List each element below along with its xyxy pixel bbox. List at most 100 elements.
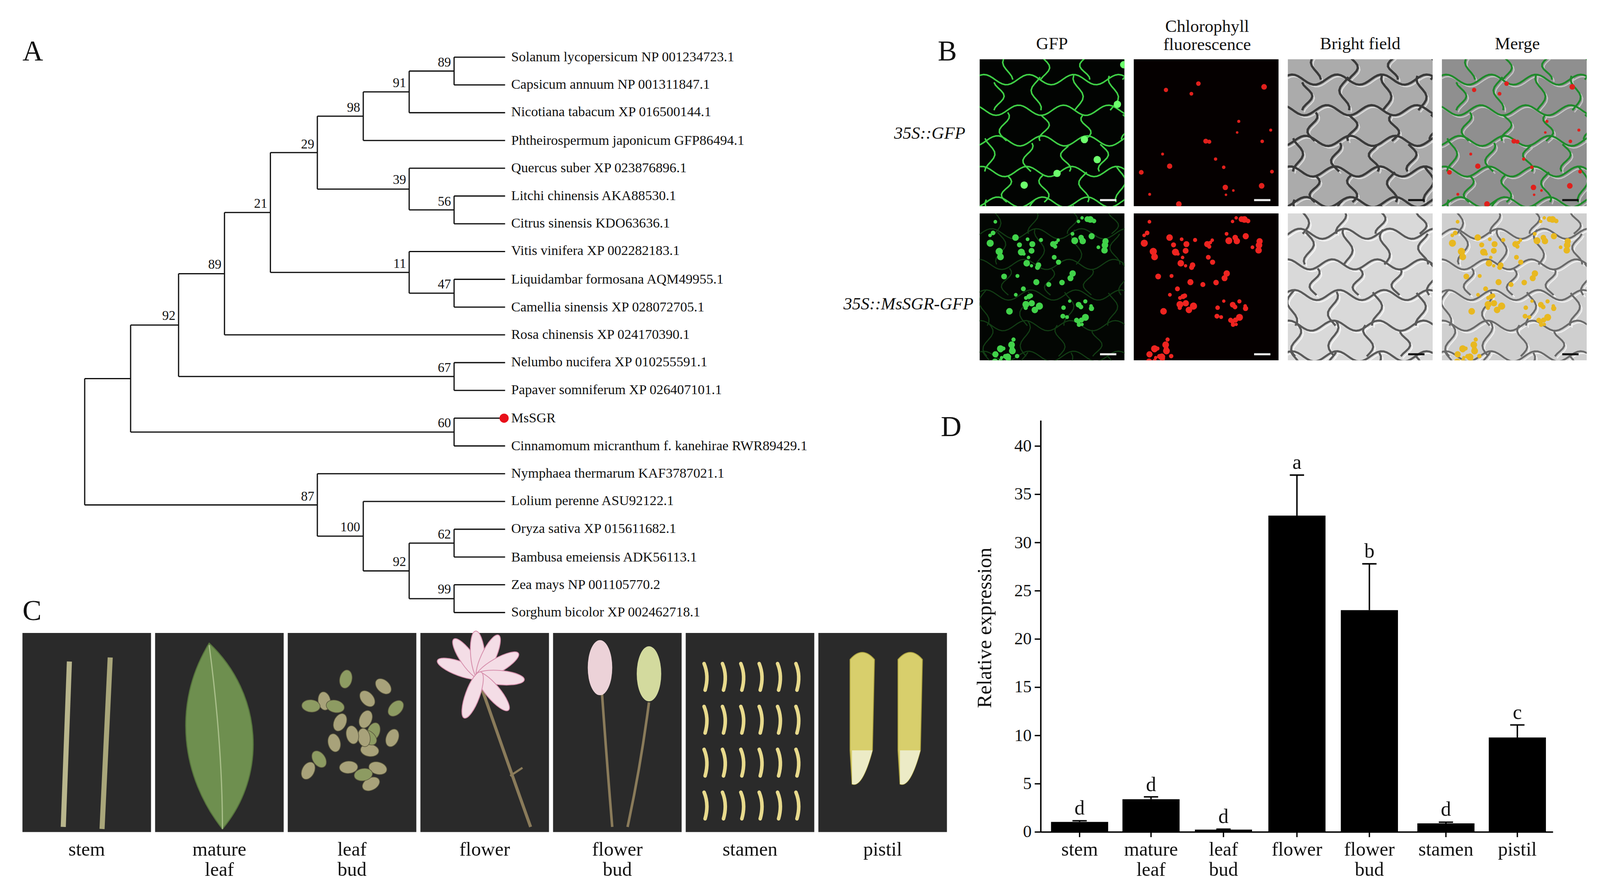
- chloroplast: [997, 253, 1005, 261]
- species-label: Sorghum bicolor XP 002462718.1: [511, 604, 701, 620]
- cell-outline: [1564, 356, 1575, 361]
- cell-outline: [979, 196, 1125, 207]
- chloroplast: [1051, 254, 1057, 260]
- photo-label: stamen: [722, 838, 778, 859]
- micrograph-panel: [974, 43, 1597, 389]
- cell-outline: [1502, 59, 1513, 80]
- chloroplast: [1089, 304, 1093, 308]
- photo-ground: [553, 632, 682, 832]
- scale-bar: [1408, 198, 1425, 201]
- stamen-photo: [740, 706, 744, 733]
- tick-label: 5: [1022, 774, 1032, 793]
- tick-label: 30: [1014, 533, 1032, 552]
- chloroplast: [1539, 322, 1544, 327]
- bar: [1417, 822, 1475, 832]
- chloroplast: [1545, 299, 1550, 304]
- chloroplast: [992, 351, 999, 358]
- chloroplast: [1477, 353, 1482, 359]
- cell-outline: [1062, 352, 1073, 361]
- tree-branch: [317, 535, 364, 537]
- chloroplast: [1518, 259, 1524, 265]
- bootstrap-value: 21: [254, 196, 268, 211]
- photo-label: stem: [68, 838, 106, 859]
- chloroplast: [1023, 295, 1028, 300]
- bootstrap-value: 87: [301, 488, 315, 503]
- column-header: Merge: [1494, 34, 1540, 53]
- phylogenetic-tree: [84, 57, 509, 613]
- error-bar: [1362, 563, 1377, 611]
- species-label: Oryza sativa XP 015611682.1: [511, 521, 677, 537]
- chloroplast: [1026, 255, 1031, 260]
- tree-branch: [270, 152, 318, 154]
- category-label: leaf bud: [1208, 838, 1238, 880]
- cell-outline: [1456, 82, 1467, 111]
- cell-outline: [985, 199, 996, 207]
- chloroplast: [1169, 273, 1174, 278]
- chloroplast: [1020, 286, 1026, 292]
- stem-photo: [63, 661, 70, 827]
- y-tick: [1034, 589, 1041, 592]
- tree-branch: [317, 115, 364, 117]
- photo-panel: [22, 630, 948, 832]
- cell-outline: [1287, 320, 1433, 331]
- y-tick: [1034, 686, 1041, 688]
- tree-branch: [317, 472, 506, 475]
- chloroplast: [1497, 262, 1504, 268]
- species-label: Bambusa emeiensis ADK56113.1: [511, 549, 698, 565]
- chloroplast: [1206, 254, 1211, 260]
- cell-outline: [979, 228, 1125, 239]
- chloroplast: [1006, 308, 1013, 315]
- species-label: Quercus suber XP 023876896.1: [511, 160, 687, 176]
- bootstrap-value: 56: [437, 193, 452, 209]
- tree-branch: [224, 334, 506, 336]
- chloroplast: [1455, 219, 1460, 224]
- cell-outline: [1560, 144, 1571, 172]
- significance-letter: c: [1512, 701, 1522, 723]
- leaf-bud-photo: [337, 668, 354, 690]
- bootstrap-value: 60: [437, 415, 452, 430]
- chloroplast: [1549, 216, 1557, 223]
- bar: [1340, 609, 1398, 832]
- scale-bar: [1562, 353, 1579, 356]
- chloroplast: [1015, 273, 1020, 278]
- panel-letter: B: [937, 35, 957, 66]
- chloroplast: [1165, 337, 1170, 342]
- chloroplast: [1011, 337, 1016, 342]
- leaf-bud-photo: [301, 698, 321, 713]
- chloroplast: [1161, 152, 1165, 156]
- highlight-dot: [499, 413, 509, 423]
- chloroplast: [1008, 341, 1015, 348]
- chloroplast: [1501, 237, 1506, 242]
- bootstrap-value: 92: [162, 308, 176, 323]
- micrograph-ground: [979, 213, 1125, 361]
- species-label: Litchi chinensis AKA88530.1: [511, 188, 677, 204]
- chloroplast: [1074, 317, 1080, 323]
- chloroplast: [1181, 255, 1185, 260]
- chloroplast: [1523, 305, 1528, 310]
- chloroplast: [1071, 237, 1079, 244]
- bootstrap-value: 89: [208, 257, 222, 272]
- photo-ground: [22, 632, 152, 832]
- bootstrap-value: 62: [437, 527, 452, 542]
- tree-branch: [409, 542, 455, 544]
- chloroplast: [1469, 152, 1473, 156]
- cell-outline: [1102, 356, 1113, 361]
- chloroplast: [1522, 313, 1528, 319]
- y-tick: [1034, 493, 1041, 495]
- chloroplast: [1028, 300, 1036, 307]
- chloroplast: [1068, 299, 1072, 303]
- cell-outline: [1001, 268, 1012, 295]
- stamen-photo: [759, 706, 763, 733]
- chloroplast: [1527, 314, 1532, 319]
- tree-branch: [317, 188, 410, 190]
- bootstrap-value: 98: [346, 100, 361, 115]
- chloroplast: [1185, 306, 1192, 313]
- micrograph: [974, 43, 1133, 233]
- cell-outline: [1031, 77, 1042, 111]
- tree-branch: [178, 272, 225, 275]
- chloroplast: [1566, 183, 1573, 189]
- tree-branch: [454, 84, 506, 86]
- cell-outline: [1287, 289, 1433, 300]
- chloroplast: [1533, 237, 1541, 244]
